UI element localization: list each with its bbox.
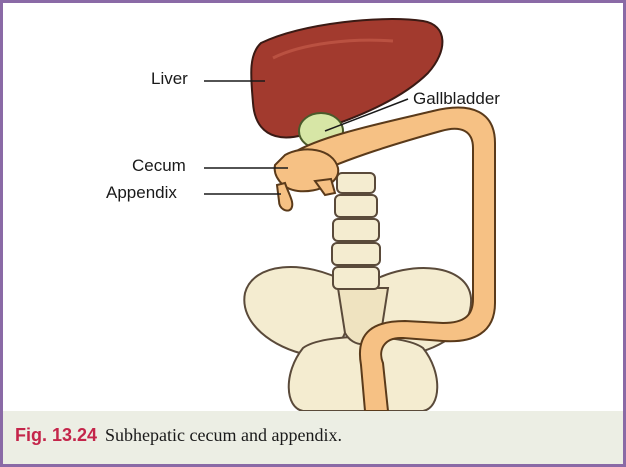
caption-bar: Fig. 13.24 Subhepatic cecum and appendix. [3, 411, 623, 464]
caption-text: Subhepatic cecum and appendix. [105, 425, 342, 445]
label-liver: Liver [151, 69, 188, 89]
anatomy-illustration: Liver Gallbladder Cecum Appendix [3, 3, 623, 411]
label-cecum: Cecum [132, 156, 186, 176]
label-appendix: Appendix [106, 183, 177, 203]
anatomy-drawing [3, 3, 623, 411]
figure-caption: Fig. 13.24 Subhepatic cecum and appendix. [15, 425, 342, 446]
spine [332, 173, 380, 289]
label-gallbladder: Gallbladder [413, 89, 500, 109]
figure-number: Fig. 13.24 [15, 425, 97, 445]
